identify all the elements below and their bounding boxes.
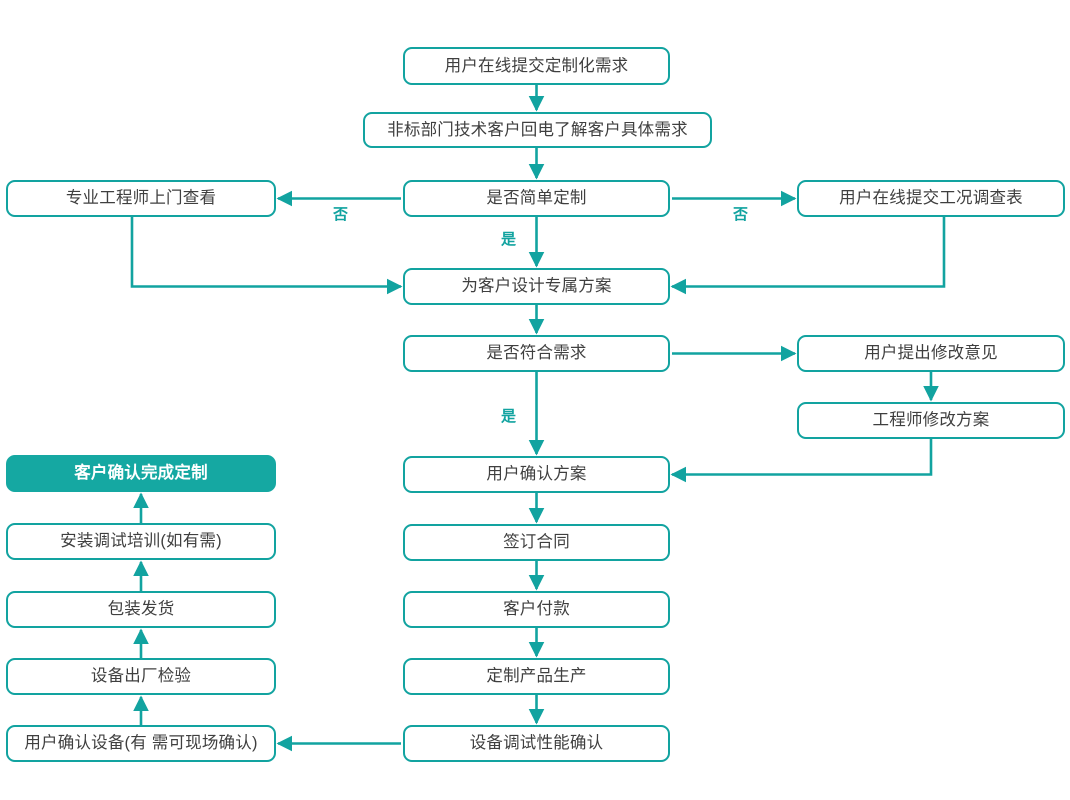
- node-engineer-revises-solution[interactable]: 工程师修改方案: [797, 402, 1065, 439]
- edge-n5-n6: [670, 217, 946, 295]
- edge-label-yes-lower: 是: [501, 408, 517, 425]
- edge-label-no-left: 否: [333, 206, 349, 223]
- node-customer-payment[interactable]: 客户付款: [403, 591, 670, 628]
- node-user-submits-condition-survey[interactable]: 用户在线提交工况调查表: [797, 180, 1065, 217]
- node-installation-training[interactable]: 安装调试培训(如有需): [6, 523, 276, 560]
- node-design-dedicated-solution[interactable]: 为客户设计专属方案: [403, 268, 670, 305]
- edge-n4-n6: [130, 217, 403, 295]
- edge-label-no-right: 否: [733, 206, 749, 223]
- node-department-callback[interactable]: 非标部门技术客户回电了解客户具体需求: [363, 112, 712, 148]
- node-factory-inspection[interactable]: 设备出厂检验: [6, 658, 276, 695]
- node-user-submits-custom-request[interactable]: 用户在线提交定制化需求: [403, 47, 670, 85]
- node-custom-product-manufacturing[interactable]: 定制产品生产: [403, 658, 670, 695]
- node-sign-contract[interactable]: 签订合同: [403, 524, 670, 561]
- node-user-confirms-equipment[interactable]: 用户确认设备(有 需可现场确认): [6, 725, 276, 762]
- edge-n9-n10: [670, 439, 933, 483]
- node-user-proposes-revisions[interactable]: 用户提出修改意见: [797, 335, 1065, 372]
- edge-label-yes-upper: 是: [501, 231, 517, 248]
- node-is-simple-customization[interactable]: 是否简单定制: [403, 180, 670, 217]
- node-engineer-onsite-visit[interactable]: 专业工程师上门查看: [6, 180, 276, 217]
- node-equipment-debug-performance[interactable]: 设备调试性能确认: [403, 725, 670, 762]
- node-customer-confirms-completion[interactable]: 客户确认完成定制: [6, 455, 276, 492]
- node-packaging-shipping[interactable]: 包装发货: [6, 591, 276, 628]
- node-user-confirms-solution[interactable]: 用户确认方案: [403, 456, 670, 493]
- node-meets-requirements[interactable]: 是否符合需求: [403, 335, 670, 372]
